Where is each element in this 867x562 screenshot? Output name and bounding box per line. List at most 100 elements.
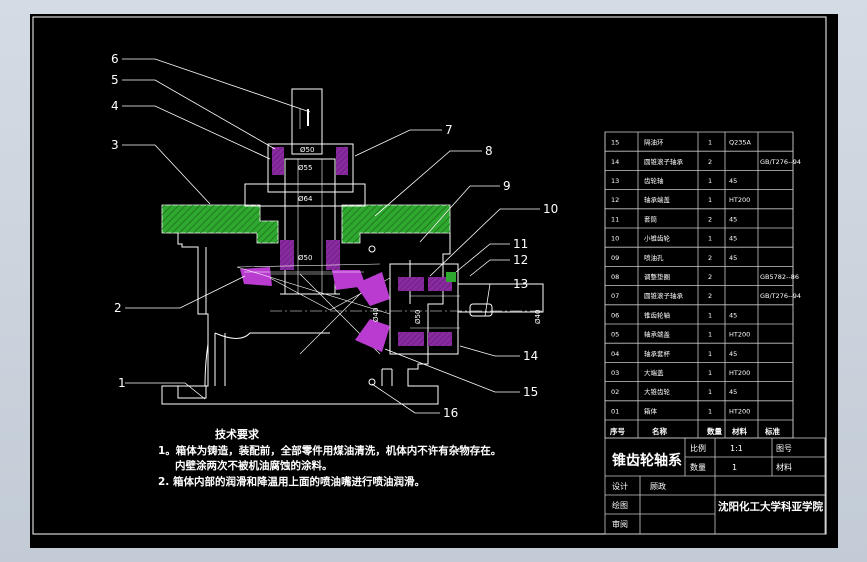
parts-list-table [604, 131, 794, 439]
row-number: 10 [611, 235, 619, 243]
row-material: 45 [729, 388, 737, 396]
callout-5: 5 [111, 73, 119, 87]
dim-d50-horizontal: Ø50 [414, 310, 422, 324]
dim-d64: Ø64 [298, 195, 313, 203]
callout-14: 14 [523, 349, 538, 363]
row-qty: 2 [708, 158, 712, 166]
row-qty: 2 [708, 292, 712, 300]
dim-d40-left: Ø40 [372, 308, 380, 322]
row-name: 齿轮轴 [644, 176, 664, 185]
row-material: HT200 [729, 369, 750, 377]
row-name: 圆锥滚子轴承 [644, 291, 684, 300]
material-label: 材料 [776, 462, 792, 472]
header-seq: 序号 [610, 426, 625, 436]
row-qty: 1 [708, 331, 712, 339]
row-qty: 1 [708, 196, 712, 204]
row-material: 45 [729, 235, 737, 243]
ratio-label: 比例 [690, 443, 706, 453]
parts-list-header: 序号 名称 数量 材料 标准 [610, 426, 780, 436]
drawing-title: 锥齿轮轴系 [612, 452, 682, 469]
header-name: 名称 [652, 426, 667, 436]
row-material: Q235A [729, 139, 752, 147]
row-name: 喷油孔 [644, 253, 664, 262]
cad-drawing: 1 2 3 4 5 6 7 8 9 10 11 12 13 14 15 16 Ø… [32, 16, 827, 535]
row-material: HT200 [729, 407, 750, 415]
callout-13: 13 [513, 277, 528, 291]
dim-d40-right: Ø40 [534, 310, 542, 324]
row-number: 13 [611, 177, 619, 185]
row-qty: 1 [708, 369, 712, 377]
row-number: 14 [611, 158, 619, 166]
tech-line-2: 内壁涂两次不被机油腐蚀的涂料。 [175, 459, 333, 472]
row-qty: 2 [708, 254, 712, 262]
design-label: 设计 [612, 481, 628, 491]
row-name: 轴承端盖 [644, 330, 671, 339]
dim-d50-bottom: Ø50 [298, 254, 312, 262]
row-remark: GB/T276--94 [760, 292, 801, 300]
row-material: 45 [729, 311, 737, 319]
drawing-border [32, 16, 827, 535]
review-label: 审阅 [612, 519, 628, 529]
row-number: 12 [611, 196, 619, 204]
callout-10: 10 [543, 202, 558, 216]
header-material: 材料 [732, 426, 747, 436]
row-number: 06 [611, 311, 619, 319]
callout-labels: 1 2 3 4 5 6 7 8 9 10 11 12 13 14 15 16 [111, 52, 558, 420]
tech-line-1: 1。箱体为铸造，装配前，全部零件用煤油清洗，机体内不许有杂物存在。 [158, 444, 501, 457]
row-name: 大锥齿轮 [644, 387, 671, 396]
tech-line-3: 2. 箱体内部的润滑和降温用上面的喷油嘴进行喷油润滑。 [158, 475, 425, 488]
callout-1: 1 [118, 376, 126, 390]
row-number: 09 [611, 254, 619, 262]
row-number: 05 [611, 331, 619, 339]
row-qty: 1 [708, 235, 712, 243]
big-bevel-gear [236, 263, 391, 315]
small-bevel-gear [355, 272, 456, 352]
header-remark: 标准 [764, 426, 780, 436]
row-qty: 1 [708, 407, 712, 415]
drawing-sheet: 1 2 3 4 5 6 7 8 9 10 11 12 13 14 15 16 Ø… [30, 14, 838, 548]
row-number: 07 [611, 292, 619, 300]
row-material: 45 [729, 215, 737, 223]
callout-9: 9 [503, 179, 511, 193]
header-qty: 数量 [707, 426, 722, 436]
count-value: 1 [732, 463, 737, 472]
row-name: 轴承套杯 [644, 349, 671, 358]
designer-name: 顾政 [650, 481, 666, 491]
row-number: 08 [611, 273, 619, 281]
vertical-shaft [244, 88, 366, 295]
figno-label: 图号 [776, 444, 792, 453]
row-remark: GB5782--86 [760, 273, 799, 281]
row-number: 01 [611, 407, 619, 415]
school-name: 沈阳化工大学科亚学院 [718, 500, 823, 513]
title-block-text: 锥齿轮轴系 比例 1:1 图号 数量 1 材料 设计 顾政 绘图 审阅 沈阳化工… [612, 443, 823, 529]
row-name: 箱体 [644, 406, 658, 415]
callout-3: 3 [111, 138, 119, 152]
row-material: 45 [729, 350, 737, 358]
row-name: 锥齿轮轴 [644, 310, 671, 319]
count-label: 数量 [690, 462, 706, 472]
dim-d55: Ø55 [298, 164, 312, 172]
callout-7: 7 [445, 123, 453, 137]
row-number: 04 [611, 350, 619, 358]
tech-heading: 技术要求 [215, 427, 260, 441]
row-number: 03 [611, 369, 619, 377]
row-qty: 1 [708, 388, 712, 396]
leader-lines [122, 58, 540, 414]
row-material: 45 [729, 177, 737, 185]
row-qty: 1 [708, 139, 712, 147]
row-number: 15 [611, 139, 619, 147]
ratio-value: 1:1 [730, 444, 743, 453]
draw-label: 绘图 [612, 500, 628, 510]
tech-requirements: 技术要求 1。箱体为铸造，装配前，全部零件用煤油清洗，机体内不许有杂物存在。 内… [158, 427, 501, 488]
callout-8: 8 [485, 144, 493, 158]
row-material: HT200 [729, 331, 750, 339]
row-name: 圆锥滚子轴承 [644, 157, 684, 166]
row-qty: 1 [708, 177, 712, 185]
row-name: 大端盖 [644, 368, 664, 377]
row-material: 45 [729, 254, 737, 262]
dim-d50-top: Ø50 [300, 146, 314, 154]
callout-12: 12 [513, 253, 528, 267]
row-qty: 2 [708, 273, 712, 281]
upper-bearings [272, 147, 348, 270]
